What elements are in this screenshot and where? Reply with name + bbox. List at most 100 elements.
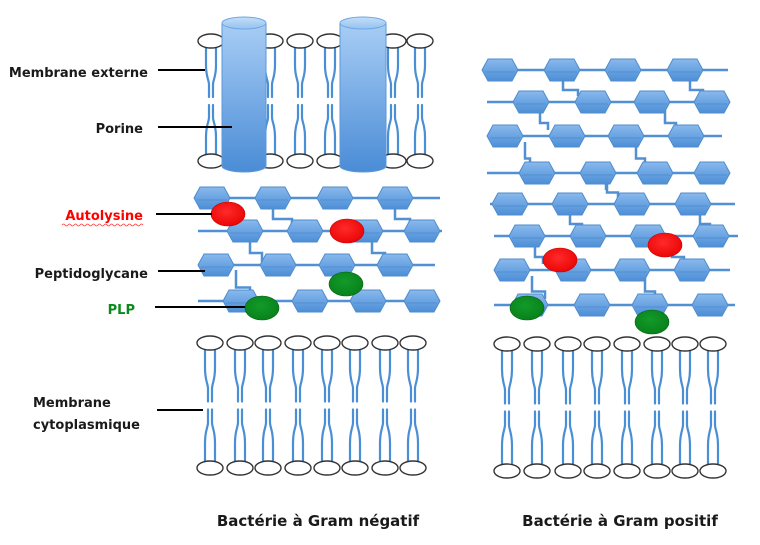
- sugar-hexagon: [693, 161, 731, 185]
- lipid-tail: [268, 408, 275, 463]
- sugar-hexagon: [286, 219, 324, 243]
- lipid-head: [313, 335, 341, 351]
- peptide-crosslink: [530, 276, 547, 299]
- sugar-hexagon: [667, 124, 705, 148]
- lipid-head: [286, 153, 314, 169]
- lipid-head: [523, 336, 551, 352]
- lipid-tail: [713, 410, 720, 466]
- sugar-hexagon: [604, 58, 642, 82]
- lipid-tail: [203, 408, 210, 463]
- sugar-hexagon: [674, 192, 712, 216]
- lipid-head: [341, 335, 369, 351]
- lipid-tail: [537, 410, 544, 466]
- lipid-head: [671, 336, 699, 352]
- porin: [339, 16, 387, 173]
- lipid-tail: [323, 46, 330, 99]
- sugar-hexagon: [486, 124, 524, 148]
- sugar-hexagon: [692, 224, 730, 248]
- lipid-tail: [678, 410, 685, 466]
- phospholipid-pair: [226, 335, 254, 476]
- sugar-hexagon: [579, 161, 617, 185]
- lipid-tail: [327, 348, 334, 403]
- sugar-hexagon: [291, 289, 329, 313]
- lipid-tail: [678, 349, 685, 405]
- lipid-head: [371, 460, 399, 476]
- porin-body: [221, 22, 267, 173]
- lipid-tail: [413, 46, 420, 99]
- cytoplasmic-membrane-gram-positive: [493, 336, 727, 479]
- sugar-hexagon: [259, 253, 297, 277]
- sugar-hexagon: [316, 186, 354, 210]
- phospholipid-pair: [671, 336, 699, 479]
- sugar-hexagon: [508, 224, 546, 248]
- lipid-tail: [685, 349, 692, 405]
- phospholipid-pair: [493, 336, 521, 479]
- lipid-head: [554, 463, 582, 479]
- lipid-tail: [627, 349, 634, 405]
- label-cytoplasmic-membrane-line2: cytoplasmique: [33, 418, 140, 433]
- lipid-tail: [291, 408, 298, 463]
- sugar-hexagon: [512, 90, 550, 114]
- lipid-tail: [706, 410, 713, 466]
- lipid-tail: [597, 410, 604, 466]
- lipid-tail: [327, 408, 334, 463]
- lipid-tail: [378, 348, 385, 403]
- lipid-tail: [657, 410, 664, 466]
- lipid-head: [643, 463, 671, 479]
- label-cytoplasmic-membrane-line1: Membrane: [33, 396, 111, 411]
- lipid-head: [284, 335, 312, 351]
- lipid-head: [254, 460, 282, 476]
- lipid-head: [583, 463, 611, 479]
- phospholipid-pair: [316, 33, 344, 169]
- lipid-tail: [500, 349, 507, 405]
- lipid-tail: [211, 103, 218, 156]
- glycan-strand: [487, 161, 731, 185]
- lipid-tail: [270, 103, 277, 156]
- lipid-head: [284, 460, 312, 476]
- lipid-tail: [298, 348, 305, 403]
- sugar-hexagon: [518, 161, 556, 185]
- autolysin-enzyme: [647, 232, 683, 258]
- lipid-tail: [590, 410, 597, 466]
- lipid-tail: [507, 410, 514, 466]
- lipid-tail: [298, 408, 305, 463]
- autolysin-enzyme: [542, 247, 578, 273]
- phospholipid-pair: [286, 33, 314, 169]
- lipid-head: [399, 335, 427, 351]
- peptide-crosslink: [561, 76, 580, 96]
- sugar-hexagon: [481, 58, 519, 82]
- plp-enzyme: [244, 295, 280, 321]
- lipid-tail: [568, 410, 575, 466]
- lipid-tail: [537, 349, 544, 405]
- lipid-tail: [650, 410, 657, 466]
- lipid-head: [313, 460, 341, 476]
- lipid-tail: [320, 408, 327, 463]
- lipid-tail: [293, 46, 300, 99]
- lipid-tail: [500, 410, 507, 466]
- lipid-tail: [330, 46, 337, 99]
- lipid-tail: [355, 348, 362, 403]
- lipid-tail: [378, 408, 385, 463]
- sugar-hexagon: [551, 192, 589, 216]
- lipid-head: [197, 153, 225, 169]
- lipid-head: [371, 335, 399, 351]
- peptide-crosslink: [538, 108, 550, 130]
- lipid-tail: [627, 410, 634, 466]
- lipid-tail: [590, 349, 597, 405]
- lipid-head: [643, 336, 671, 352]
- lipid-tail: [211, 46, 218, 99]
- lipid-head: [523, 463, 551, 479]
- lipid-tail: [261, 408, 268, 463]
- glycan-strand: [198, 289, 441, 313]
- sugar-hexagon: [318, 253, 356, 277]
- porin-body: [339, 22, 387, 173]
- sugar-hexagon: [633, 90, 671, 114]
- phospholipid-pair: [254, 335, 282, 476]
- lipid-head: [196, 335, 224, 351]
- lipid-tail: [330, 103, 337, 156]
- sugar-hexagon: [691, 293, 729, 317]
- lipid-tail: [291, 348, 298, 403]
- lipid-tail: [420, 103, 427, 156]
- glycan-strand: [193, 186, 440, 210]
- plp-enzyme: [509, 295, 545, 321]
